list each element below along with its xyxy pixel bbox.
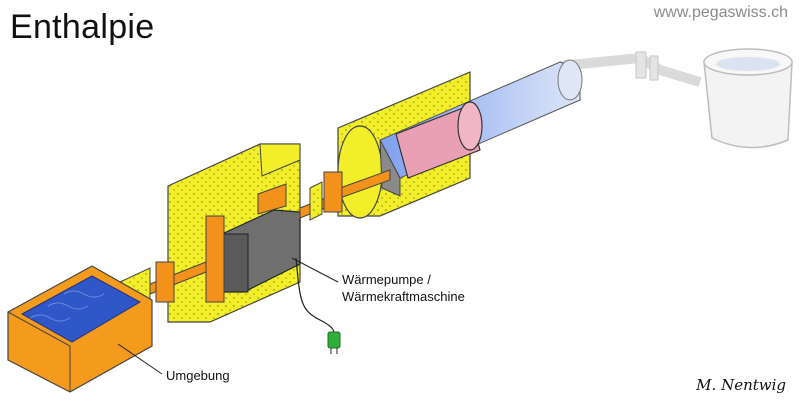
label-leaders — [117, 257, 339, 375]
page-title: Enthalpie — [10, 8, 155, 46]
water-cup — [703, 48, 793, 149]
label-heat-engine: Wärmekraftmaschine — [342, 289, 465, 304]
power-cord — [295, 257, 341, 354]
piston — [395, 101, 483, 179]
drive-shaft — [139, 169, 391, 303]
artist-signature: M. Nentwig — [696, 376, 786, 394]
heat-reservoir-pipe — [559, 51, 702, 87]
label-environment: Umgebung — [166, 368, 230, 383]
site-url: www.pegaswiss.ch — [653, 4, 788, 21]
heat-machine — [205, 183, 301, 303]
environment-tank — [7, 265, 153, 393]
label-heat-pump: Wärmepumpe / — [342, 272, 431, 287]
